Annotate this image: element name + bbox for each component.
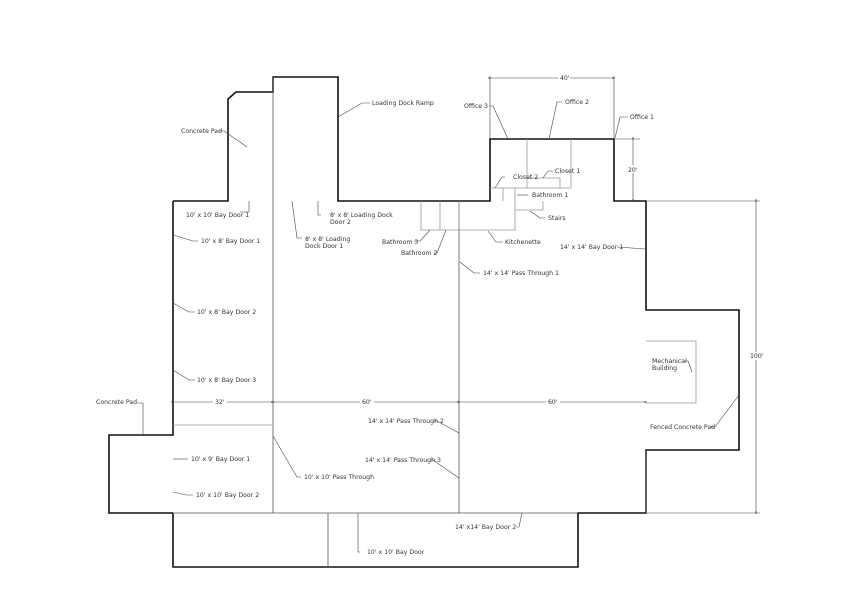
label-bay-door-10x8-3: 10' x 8' Bay Door 3 <box>197 377 256 384</box>
label-kitchenette: Kitchenette <box>505 239 541 246</box>
label-mechanical-building-b: Building <box>652 365 677 372</box>
label-pass-through-14-1: 14' x 14' Pass Through 1 <box>483 270 559 277</box>
label-loading-dock-door-1a: 8' x 8' Loading <box>305 236 350 243</box>
label-loading-dock-door-2b: Door 2 <box>330 219 351 226</box>
label-bathroom-1: Bathroom 1 <box>532 192 568 199</box>
label-loading-dock-ramp: Loading Dock Ramp <box>372 100 434 107</box>
walls <box>108 76 740 568</box>
label-office-2: Office 2 <box>565 99 589 106</box>
label-bay-door-10x10-2: 10' x 10' Bay Door 2 <box>196 492 259 499</box>
dim-20: 20' <box>628 167 638 174</box>
label-bay-door-10x8-1: 10' x 8' Bay Door 1 <box>201 238 260 245</box>
label-bay-door-10x8-2: 10' x 8' Bay Door 2 <box>197 309 256 316</box>
label-mechanical-building-a: Mechanical <box>652 358 687 365</box>
label-closet-2: Closet 2 <box>513 174 538 181</box>
leader-lines <box>137 101 740 553</box>
label-bay-door-14-2: 14' x14' Bay Door 2 <box>455 524 516 531</box>
dim-60-right: 60' <box>548 399 558 406</box>
label-closet-1: Closet 1 <box>555 168 580 175</box>
label-loading-dock-door-2a: 8' x 8' Loading Dock <box>330 212 393 219</box>
label-office-1: Office 1 <box>630 114 654 121</box>
label-loading-dock-door-1b: Dock Door 1 <box>305 243 343 250</box>
label-bathroom-3: Bathroom 3 <box>382 239 418 246</box>
dimension-lines <box>171 76 760 515</box>
label-bay-door-10x10-1: 10' x 10' Bay Door 1 <box>186 212 249 219</box>
label-pass-through-14-3: 14' x 14' Pass Through 3 <box>365 457 441 464</box>
label-bathroom-2: Bathroom 2 <box>401 250 437 257</box>
label-concrete-pad-top: Concrete Pad <box>181 128 222 135</box>
label-pass-through-14-2: 14' x 14' Pass Through 2 <box>368 418 444 425</box>
label-stairs: Stairs <box>548 215 566 222</box>
label-bay-door-10x9-1: 10' x 9' Bay Door 1 <box>191 456 250 463</box>
label-pass-through-10: 10' x 10' Pass Through <box>304 474 374 481</box>
dim-40: 40' <box>560 75 570 82</box>
label-concrete-pad-left: Concrete Pad <box>96 399 137 406</box>
dim-60-middle: 60' <box>362 399 372 406</box>
dim-100: 100' <box>750 353 764 360</box>
label-bay-door-10x10: 10' x 10' Bay Door <box>367 549 425 556</box>
label-fenced-concrete-pad: Fenced Concrete Pad <box>650 424 715 431</box>
label-bay-door-14-1: 14' x 14' Bay Door 1 <box>560 244 623 251</box>
dim-32: 32' <box>215 399 225 406</box>
label-office-3: Office 3 <box>464 103 488 110</box>
